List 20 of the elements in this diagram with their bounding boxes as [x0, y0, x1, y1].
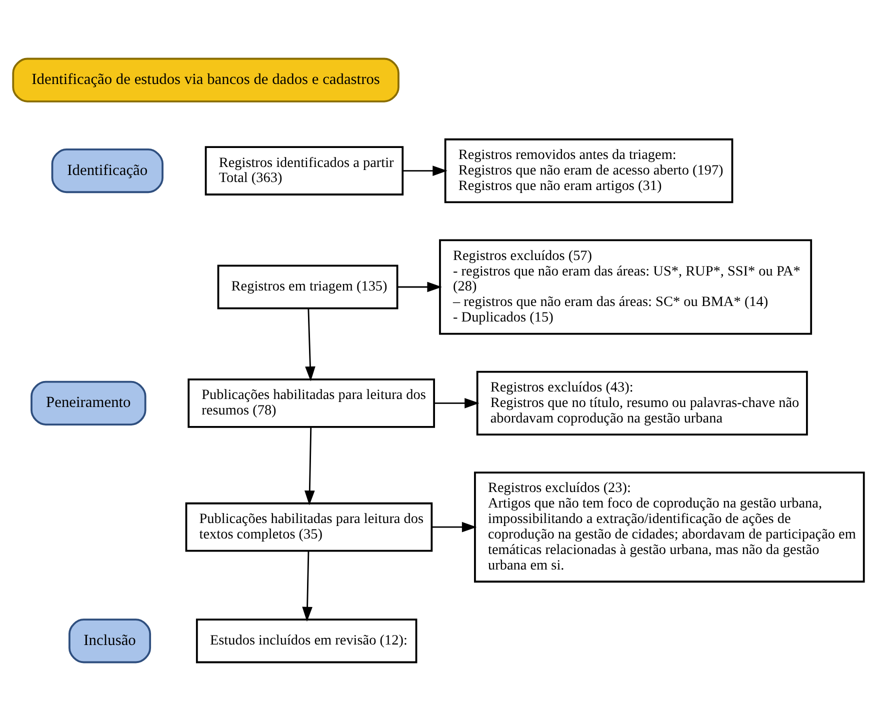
- node-box: Registros identificados a partir Total (363): [204, 146, 404, 195]
- arrow: [397, 281, 442, 292]
- node-box: Registros excluídos (23): Artigos que não tem foco de coprodução na gestão urbana, impossibilitando a extração/identificação de ações de coprodução na gestão de cidades; abordavam de participação em temáticas relacionadas à gestão urbana, mas não da gestão urbana em si.: [474, 471, 865, 582]
- arrow: [305, 308, 316, 381]
- node-box: Registros em triagem (135): [217, 264, 398, 309]
- node-box: Estudos incluídos em revisão (12):: [196, 618, 418, 663]
- arrow: [434, 398, 480, 408]
- node-box: Identificação: [51, 148, 164, 193]
- arrow: [302, 550, 312, 622]
- node-box: Inclusão: [68, 618, 152, 663]
- node-box: Registros excluídos (57) - registros que não eram das áreas: US*, RUP*, SSI* ou PA* (28) – registros que não eram das áreas: SC* ou BMA* (14) - Duplicados (15): [439, 238, 812, 334]
- arrow: [403, 165, 448, 176]
- arrow: [304, 426, 315, 505]
- node-box: Identificação de estudos via bancos de dados e cadastros: [12, 57, 400, 102]
- arrow: [432, 521, 477, 532]
- node-box: Publicações habilitadas para leitura dos resumos (78): [188, 378, 435, 428]
- node-box: Registros excluídos (43): Registros que no título, resumo ou palavras-chave não abordavam coprodução na gestão urbana: [476, 370, 808, 436]
- node-box: Registros removidos antes da triagem: Registros que não eram de acesso aberto (197) Registros que não eram artigos (31): [444, 138, 734, 203]
- node-box: Peneiramento: [30, 380, 146, 425]
- node-box: Publicações habilitadas para leitura dos textos completos (35): [185, 502, 433, 552]
